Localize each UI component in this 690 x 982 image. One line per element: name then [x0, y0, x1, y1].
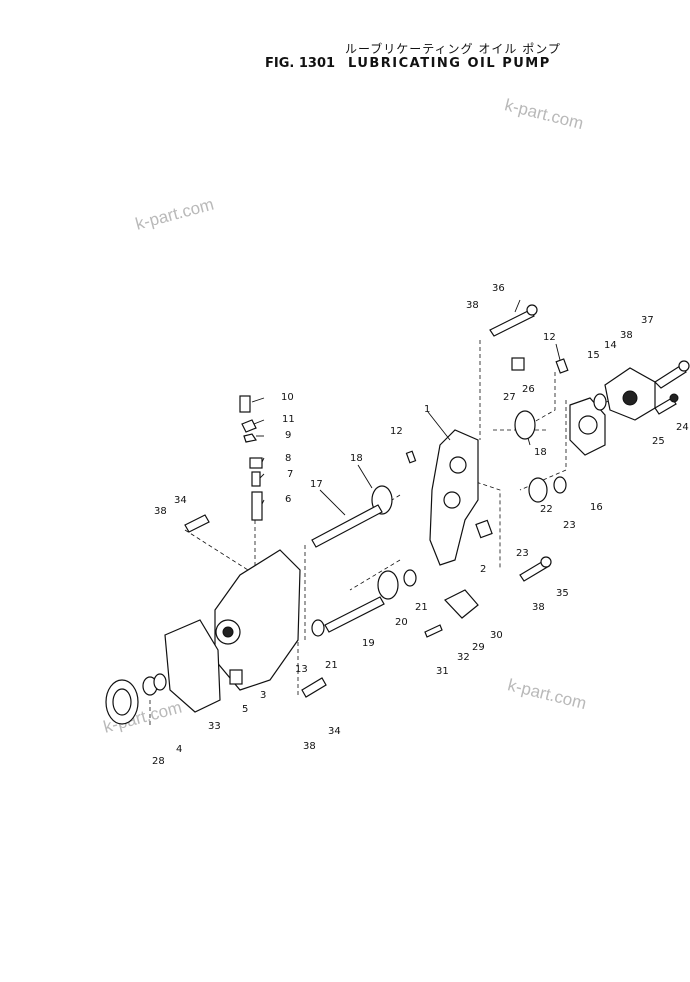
- callout-label: 29: [472, 642, 485, 653]
- figure-number: FIG. 1301: [265, 56, 336, 71]
- callout-label: 38: [532, 602, 545, 613]
- part-gear-20: [377, 569, 417, 600]
- callout-label: 1: [424, 404, 430, 415]
- part-shaft-17: [311, 504, 383, 548]
- figure-title-japanese: ルーブリケーティング オイル ポンプ: [345, 42, 561, 56]
- callout-label: 22: [540, 504, 553, 515]
- callout-label: 38: [466, 300, 479, 311]
- callout-leader-lines: [251, 299, 561, 516]
- part-gear-22: [528, 476, 567, 503]
- callout-label: 7: [287, 469, 293, 480]
- callout-label: 6: [285, 494, 291, 505]
- callout-label: 34: [328, 726, 341, 737]
- callout-label: 38: [154, 506, 167, 517]
- callout-label: 3: [260, 690, 266, 701]
- figure-title-english: LUBRICATING OIL PUMP: [348, 56, 551, 71]
- figure-header: ルーブリケーティング オイル ポンプ FIG. 1301 LUBRICATING…: [0, 0, 690, 90]
- callout-label: 9: [285, 430, 291, 441]
- callout-label: 20: [395, 617, 408, 628]
- part-bushing-15: [593, 393, 607, 411]
- callout-label: 13: [295, 664, 308, 675]
- callout-label: 34: [174, 495, 187, 506]
- callout-label: 35: [556, 588, 569, 599]
- part-bushing-4: [142, 673, 167, 696]
- callout-label: 15: [587, 350, 600, 361]
- callout-label: 23: [516, 548, 529, 559]
- callout-label: 30: [490, 630, 503, 641]
- callout-label: 14: [604, 340, 617, 351]
- callout-label: 4: [176, 744, 182, 755]
- part-pin-12: [405, 358, 569, 464]
- callout-label: 25: [652, 436, 665, 447]
- part-bolt-37: [654, 360, 690, 389]
- callout-label: 28: [152, 756, 165, 767]
- callout-label: 27: [503, 392, 516, 403]
- part-bolt-34: [184, 514, 327, 698]
- callout-label: 12: [543, 332, 556, 343]
- callout-label: 21: [325, 660, 338, 671]
- callout-label: 24: [676, 422, 689, 433]
- callout-label: 36: [492, 283, 505, 294]
- callout-labels: 1 2 3 4 5 6 7 8 9 10 11 12 12 13 14 15 1…: [152, 283, 689, 767]
- callout-label: 17: [310, 479, 323, 490]
- callout-label: 18: [534, 447, 547, 458]
- part-bolt-35: [519, 556, 552, 582]
- part-plug-5: [229, 669, 243, 685]
- part-flange-30: [444, 589, 479, 619]
- callout-label: 2: [480, 564, 486, 575]
- callout-label: 18: [350, 453, 363, 464]
- callout-label: 12: [390, 426, 403, 437]
- part-drive-gear-28: [105, 679, 139, 725]
- part-housing-3: [214, 549, 301, 691]
- callout-label: 10: [281, 392, 294, 403]
- part-bolt-31: [424, 624, 443, 638]
- callout-label: 8: [285, 453, 291, 464]
- callout-label: 31: [436, 666, 449, 677]
- part-bolt-24: [654, 393, 679, 415]
- callout-label: 26: [522, 384, 535, 395]
- part-gasket-33: [164, 619, 221, 713]
- part-relief-valve-stack-6-11: [239, 395, 263, 521]
- callout-label: 16: [590, 502, 603, 513]
- part-gasket-16: [569, 397, 606, 456]
- callout-label: 19: [362, 638, 375, 649]
- part-plug-26: [511, 357, 525, 371]
- callout-label: 5: [242, 704, 248, 715]
- part-pump-body-1: [429, 429, 479, 566]
- callout-label: 32: [457, 652, 470, 663]
- part-bolt-36: [489, 304, 538, 337]
- callout-label: 37: [641, 315, 654, 326]
- part-shaft-19: [311, 596, 385, 637]
- callout-label: 21: [415, 602, 428, 613]
- callout-label: 23: [563, 520, 576, 531]
- callout-label: 38: [303, 741, 316, 752]
- callout-label: 33: [208, 721, 221, 732]
- callout-label: 11: [282, 414, 295, 425]
- part-cover-plate-14: [604, 367, 656, 421]
- callout-label: 38: [620, 330, 633, 341]
- part-strainer-2: [475, 519, 493, 539]
